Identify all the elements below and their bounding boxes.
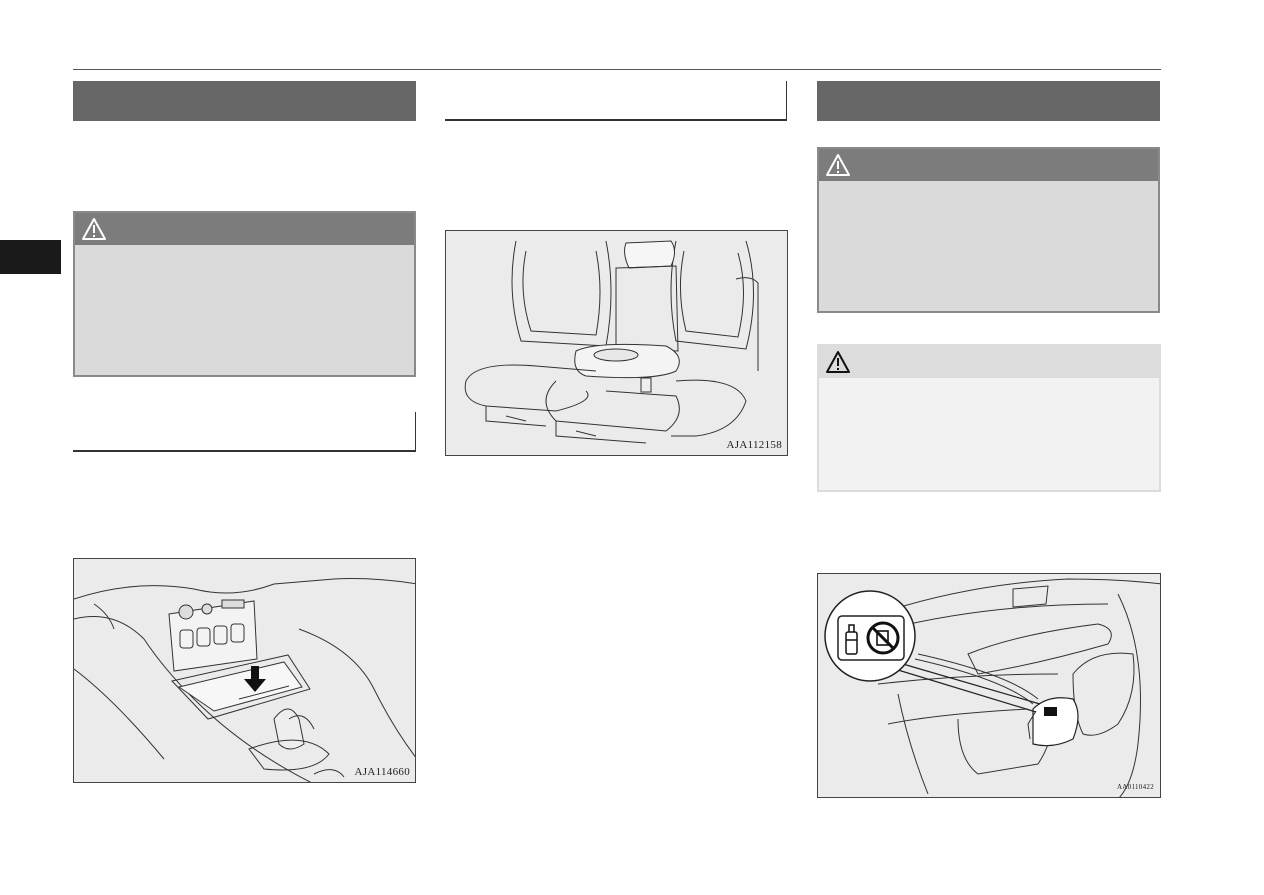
rear-seat-armrest-illustration xyxy=(464,240,759,444)
center-console-tray-illustration xyxy=(74,578,415,782)
warning-box-right xyxy=(817,147,1160,313)
down-arrow-icon xyxy=(244,666,266,692)
warning-triangle-icon xyxy=(82,218,106,240)
figure-door-bottle-holder: AA0110422 xyxy=(817,573,1161,798)
subsection-heading-left xyxy=(73,412,416,452)
caution-triangle-icon xyxy=(826,351,850,373)
figure-label: AJA114660 xyxy=(354,766,410,778)
section-title-bar-left xyxy=(73,81,416,121)
door-bottle-holder-illustration xyxy=(824,578,1160,797)
warning-triangle-icon xyxy=(826,154,850,176)
caution-box-header xyxy=(819,346,1159,378)
warning-box-header xyxy=(819,149,1158,181)
section-title-bar-right xyxy=(817,81,1160,121)
warning-box-header xyxy=(75,213,414,245)
bottle-icon xyxy=(845,624,858,655)
subsection-heading-center xyxy=(445,81,787,121)
caution-box-right xyxy=(817,344,1161,492)
figure-label: AJA112158 xyxy=(726,439,782,451)
door-pocket-label xyxy=(1044,707,1057,716)
chapter-tab xyxy=(0,240,61,274)
warning-box-left xyxy=(73,211,416,377)
figure-rear-seat-armrest: AJA112158 xyxy=(445,230,788,456)
no-cup-icon xyxy=(866,621,900,655)
header-rule xyxy=(73,69,1161,70)
figure-label: AA0110422 xyxy=(1116,783,1154,791)
figure-center-console-tray: AJA114660 xyxy=(73,558,416,783)
